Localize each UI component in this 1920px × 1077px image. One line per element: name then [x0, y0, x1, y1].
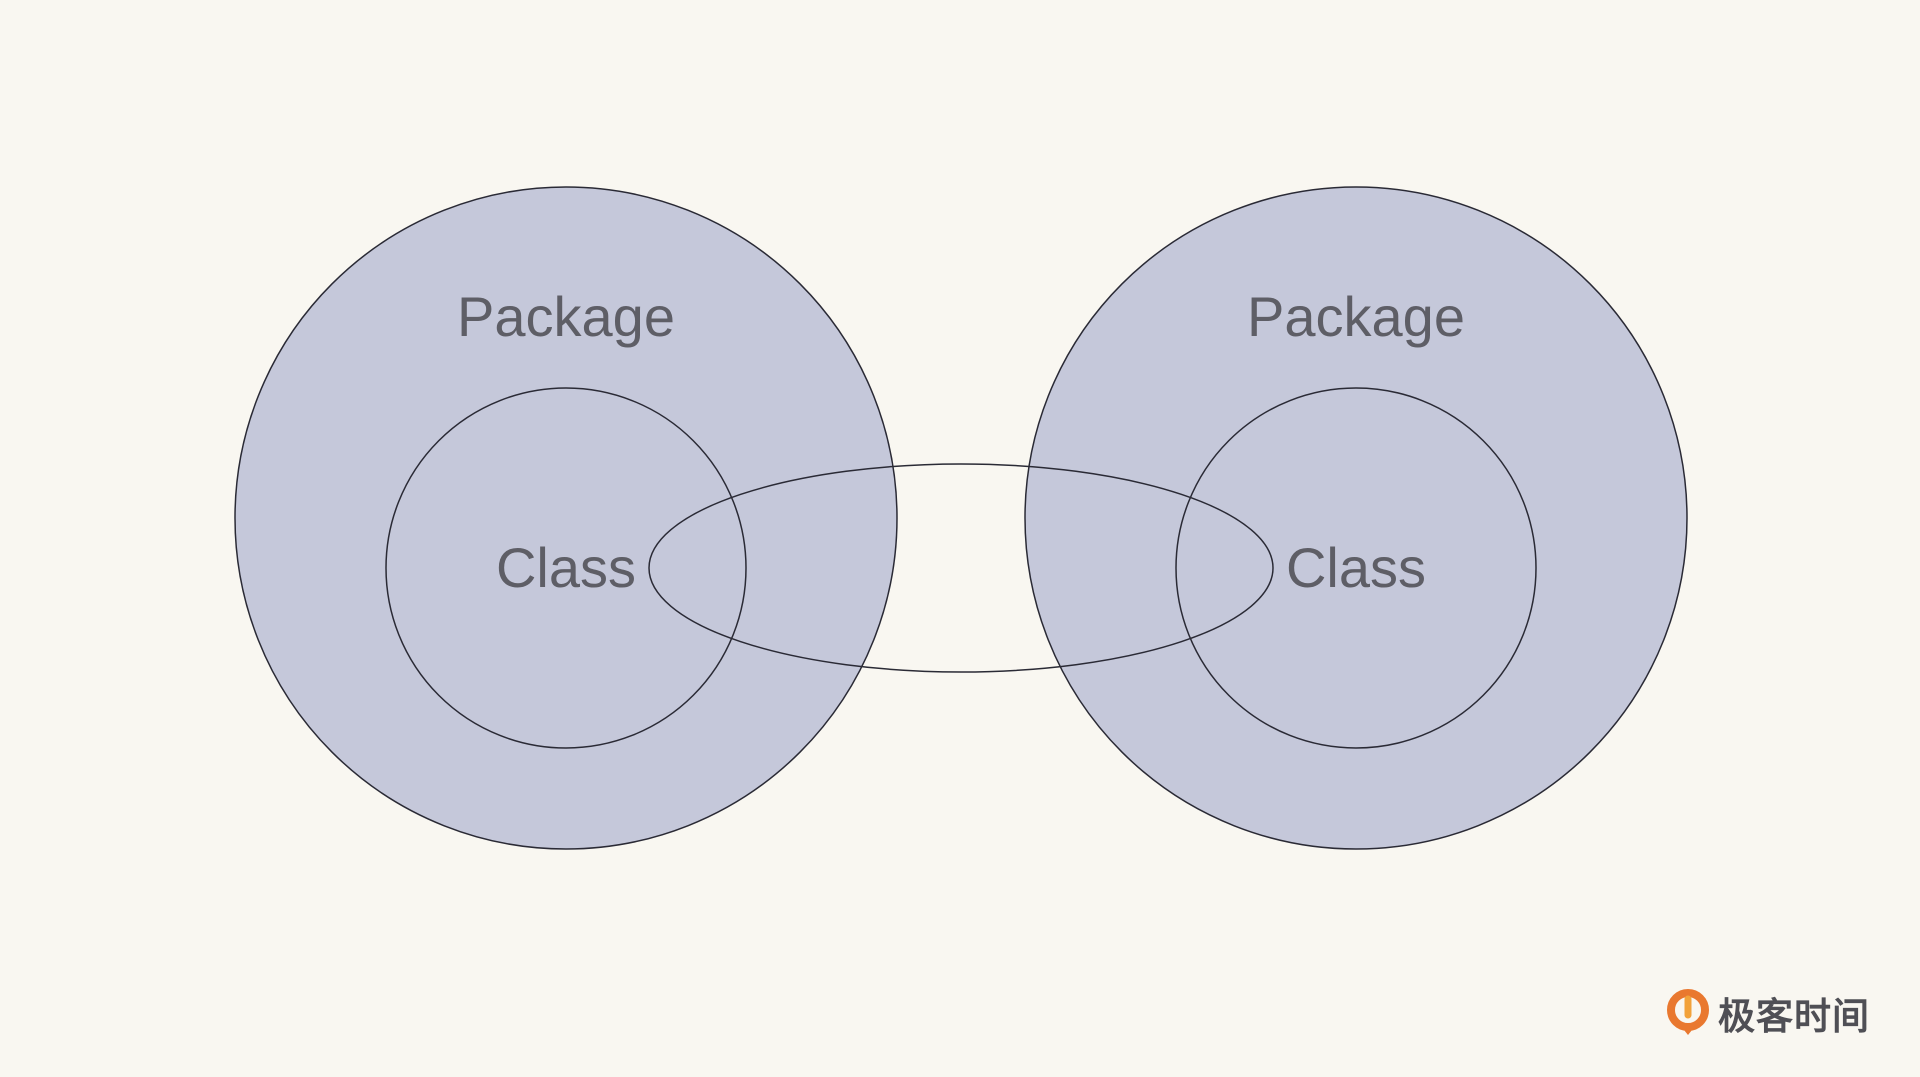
- left-class-circle: [385, 387, 747, 749]
- right-package-label: Package: [1247, 285, 1465, 348]
- right-class-circle: [1175, 387, 1537, 749]
- class-connection-ellipse: [648, 463, 1274, 673]
- brand-watermark: 极客时间: [1666, 986, 1870, 1040]
- right-class-label: Class: [1286, 536, 1426, 599]
- left-package-label: Package: [457, 285, 675, 348]
- brand-text: 极客时间: [1718, 995, 1870, 1038]
- left-package-circle: [234, 186, 898, 850]
- left-class-label: Class: [496, 536, 636, 599]
- right-package-circle: [1024, 186, 1688, 850]
- geektime-logo-icon: [1667, 989, 1709, 1035]
